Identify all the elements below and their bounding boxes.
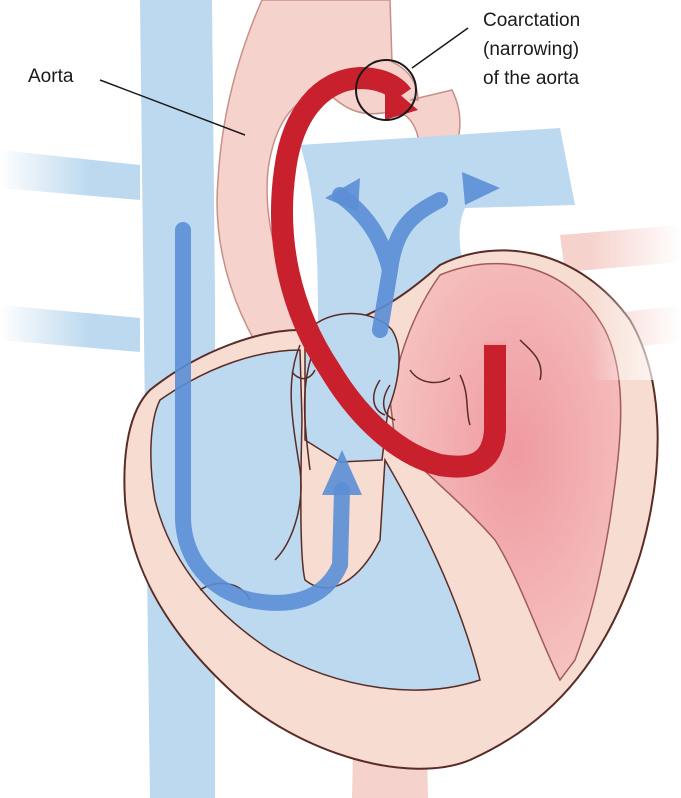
label-coarctation-line1: Coarctation bbox=[483, 10, 580, 31]
coarctation-leader-line bbox=[412, 28, 468, 68]
label-coarctation-line3: of the aorta bbox=[483, 68, 580, 89]
left-fade bbox=[0, 140, 90, 370]
label-aorta: Aorta bbox=[28, 66, 74, 87]
right-fade bbox=[590, 120, 681, 380]
label-coarctation-line2: (narrowing) bbox=[483, 39, 579, 60]
red-fade bbox=[484, 340, 506, 395]
